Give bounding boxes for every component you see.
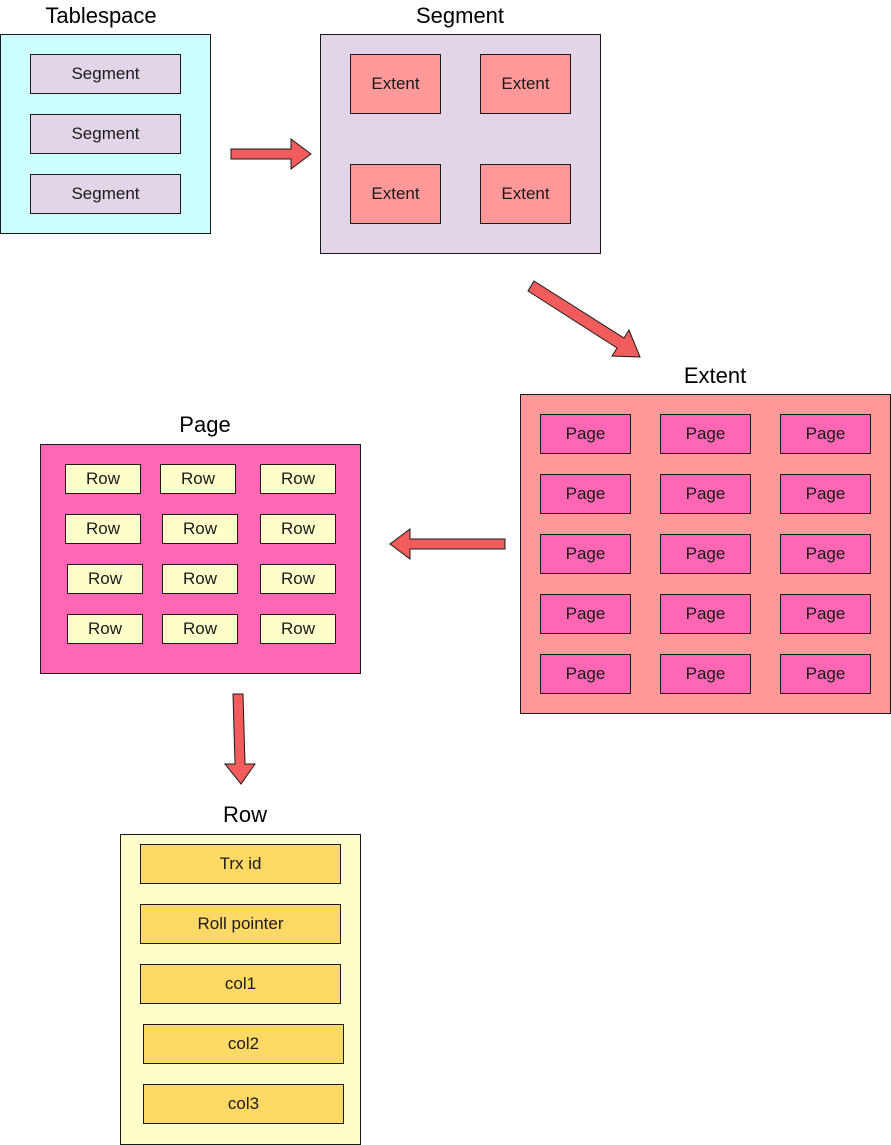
segment-extent: Extent — [480, 54, 571, 114]
extent-page: Page — [540, 594, 631, 634]
extent-page: Page — [540, 414, 631, 454]
tablespace-segment: Segment — [30, 174, 181, 214]
extent-page: Page — [660, 594, 751, 634]
segment-title: Segment — [415, 3, 505, 28]
extent-page: Page — [780, 534, 871, 574]
page-row: Row — [260, 464, 336, 494]
arrow-diagonal-icon — [527, 280, 641, 358]
page-title: Page — [179, 412, 231, 437]
extent-page: Page — [660, 534, 751, 574]
segment-extent: Extent — [350, 164, 441, 224]
extent-page: Page — [660, 474, 751, 514]
page-row: Row — [162, 514, 238, 544]
row-field-col3: col3 — [143, 1084, 344, 1124]
page-row: Row — [260, 514, 336, 544]
tablespace-title: Tablespace — [45, 3, 157, 28]
page-row: Row — [260, 614, 336, 644]
extent-title: Extent — [683, 363, 747, 388]
arrow-left-icon — [389, 528, 506, 560]
row-title: Row — [222, 802, 267, 827]
extent-page: Page — [540, 474, 631, 514]
tablespace-segment: Segment — [30, 54, 181, 94]
page-row: Row — [162, 614, 238, 644]
page-row: Row — [67, 614, 143, 644]
extent-page: Page — [780, 414, 871, 454]
extent-page: Page — [780, 474, 871, 514]
tablespace-segment: Segment — [30, 114, 181, 154]
segment-extent: Extent — [350, 54, 441, 114]
row-field-col1: col1 — [140, 964, 341, 1004]
extent-page: Page — [780, 654, 871, 694]
row-field-col2: col2 — [143, 1024, 344, 1064]
page-row: Row — [160, 464, 236, 494]
extent-page: Page — [780, 594, 871, 634]
page-row: Row — [65, 464, 141, 494]
page-row: Row — [65, 514, 141, 544]
extent-page: Page — [540, 654, 631, 694]
extent-page: Page — [660, 654, 751, 694]
extent-page: Page — [540, 534, 631, 574]
arrow-right-icon — [230, 138, 312, 170]
page-row: Row — [162, 564, 238, 594]
row-field-roll-pointer: Roll pointer — [140, 904, 341, 944]
page-row: Row — [260, 564, 336, 594]
extent-page: Page — [660, 414, 751, 454]
arrow-down-icon — [223, 693, 256, 785]
row-field-trx-id: Trx id — [140, 844, 341, 884]
segment-extent: Extent — [480, 164, 571, 224]
page-row: Row — [67, 564, 143, 594]
